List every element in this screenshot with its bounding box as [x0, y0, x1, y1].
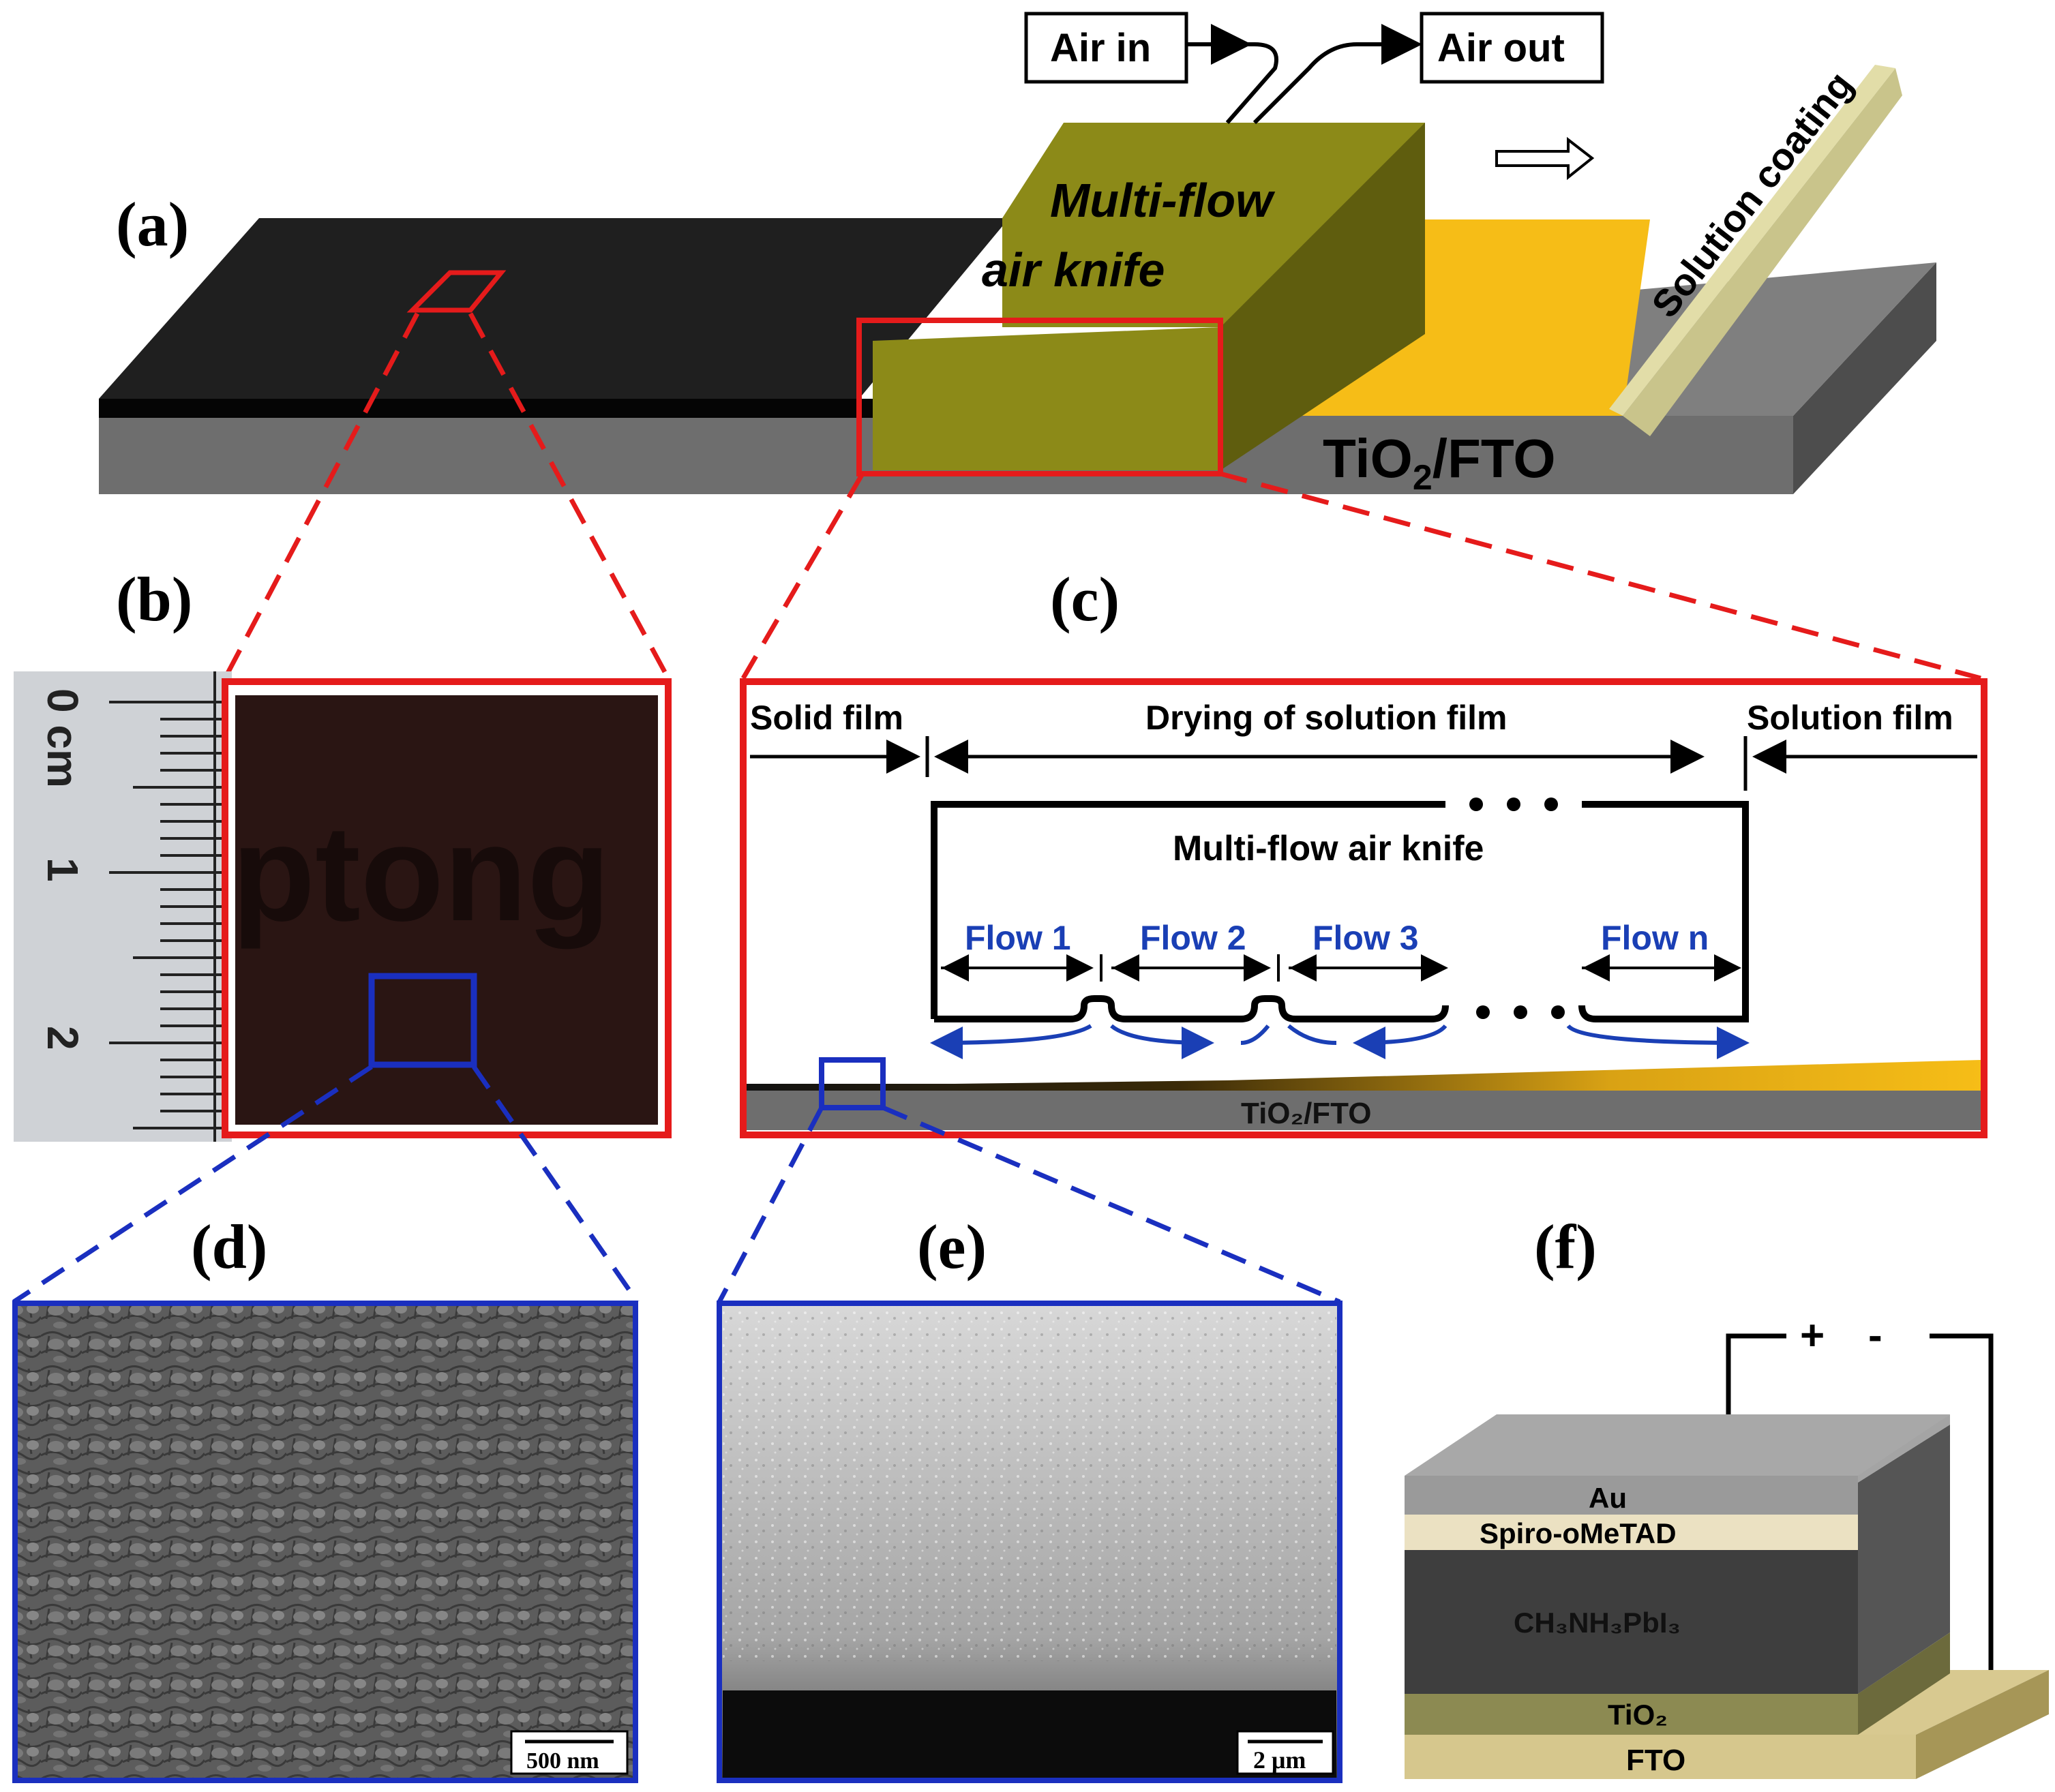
panel-label-a: (a) [116, 189, 189, 259]
air-in-label: Air in [1050, 26, 1151, 70]
coater-blade [1623, 68, 1902, 436]
flow-1-label: Flow 1 [965, 919, 1071, 957]
knife-outline [931, 801, 1749, 1022]
flow-2-label: Flow 2 [1140, 919, 1246, 957]
wire-positive [1726, 1333, 1786, 1442]
layer-fto-label: FTO [1626, 1744, 1685, 1777]
solid-film-label: Solid film [750, 699, 903, 737]
panel-b: (b) [14, 564, 672, 1142]
ruler-tick-2: 2 [38, 1026, 87, 1050]
zoom-region-e [819, 1057, 886, 1110]
panel-label-b: (b) [116, 564, 192, 634]
photo-text: ptong [232, 798, 610, 950]
substrate-layer [747, 1091, 1981, 1130]
panel-label-e: (e) [917, 1212, 987, 1281]
drying-label: Drying of solution film [1145, 699, 1508, 737]
solution-film-label: Solution film [1747, 699, 1953, 737]
film-photo [235, 695, 658, 1125]
panel-d: (d) 500 nm [12, 1212, 638, 1783]
scale-bar-e-label: 2 μm [1253, 1746, 1306, 1774]
minus-sign: - [1868, 1312, 1882, 1359]
air-out-label: Air out [1437, 26, 1565, 70]
wire-negative [1930, 1333, 1994, 1677]
panel-label-d: (d) [191, 1212, 267, 1281]
knife-label: Multi-flow air knife [1173, 829, 1484, 868]
motion-arrow-icon [1495, 136, 1595, 181]
ellipsis-dots [1469, 798, 1565, 1019]
layer-fto [1405, 1735, 1916, 1779]
panel-e: (e) 2 μm [717, 1212, 1342, 1783]
zoom-region-b [406, 270, 507, 313]
flow-arrows [930, 1024, 1750, 1059]
substrate-label: TiO2/FTO [1323, 428, 1556, 498]
scale-bar-d-label: 500 nm [526, 1748, 599, 1774]
layer-au-label: Au [1589, 1482, 1627, 1514]
air-in-line [1186, 42, 1278, 124]
air-knife-top [1002, 123, 1425, 327]
region-arrows [750, 736, 1977, 791]
ruler-tick-1: 1 [38, 857, 87, 882]
zoom-region-d [368, 973, 477, 1068]
plus-sign: + [1800, 1312, 1825, 1359]
panel-label-f: (f) [1534, 1212, 1597, 1281]
substrate-side [1793, 262, 1936, 494]
red-connectors [222, 312, 1981, 681]
air-knife-front [873, 327, 1220, 470]
flow-width-arrows [941, 954, 1741, 982]
blue-connectors [12, 1065, 1341, 1305]
panel-a: (a) Multi-flow air knife Solution coatin… [99, 12, 1936, 498]
panel-f: (f) + - FTO Au Spiro-oMeTAD CH₃NH₃PbI₃ T… [1405, 1212, 2049, 1779]
scale-bar-d [510, 1730, 629, 1775]
layer-au [1405, 1476, 1858, 1515]
layer-spiro-label: Spiro-oMeTAD [1480, 1517, 1677, 1549]
air-out-line [1252, 24, 1422, 125]
film-profile [747, 1060, 1981, 1091]
layer-perovskite-label: CH₃NH₃PbI₃ [1514, 1607, 1681, 1639]
substrate-label-c: TiO₂/FTO [1241, 1097, 1372, 1130]
air-knife-label-2: air knife [982, 243, 1165, 297]
layer-tio2-label: TiO₂ [1608, 1699, 1668, 1731]
flow-3-label: Flow 3 [1312, 919, 1419, 957]
au-top [1405, 1414, 1950, 1476]
air-knife-label-1: Multi-flow [1050, 174, 1276, 227]
scale-bar-e [1236, 1730, 1334, 1775]
air-in-box [1024, 12, 1188, 84]
layer-tio2 [1405, 1694, 1858, 1735]
dry-film [99, 218, 1009, 399]
panel-c: (c) Solid film Drying of solution film S… [740, 564, 1987, 1138]
zoom-region-c [856, 318, 1223, 476]
ruler-ticks [109, 671, 225, 1142]
layer-spiro [1405, 1515, 1858, 1550]
layer-perovskite [1405, 1550, 1858, 1694]
sem-top-view [12, 1301, 638, 1783]
ruler-unit: 0 cm [38, 688, 87, 788]
air-knife-side [1220, 123, 1425, 470]
flow-n-label: Flow n [1601, 919, 1709, 957]
panel-label-c: (c) [1050, 564, 1120, 634]
